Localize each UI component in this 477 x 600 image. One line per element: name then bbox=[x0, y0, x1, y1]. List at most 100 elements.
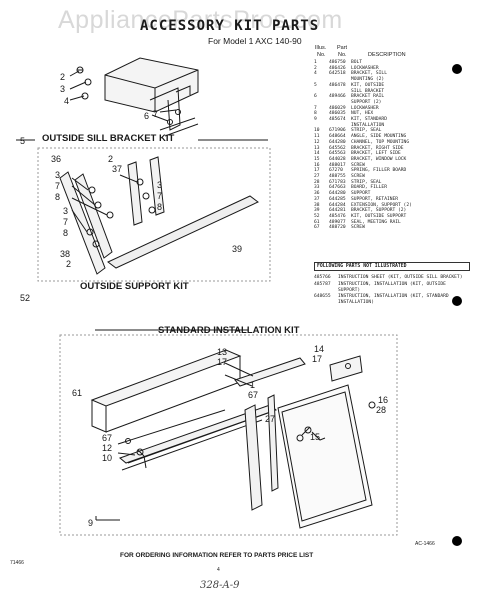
part-no: 485674 bbox=[329, 117, 346, 123]
callout-15: 15 bbox=[310, 432, 321, 442]
parts-row: 9 485674 KIT, STANDARD bbox=[314, 117, 464, 123]
illus-no: 39 bbox=[314, 208, 320, 214]
part-no: 644284 bbox=[329, 202, 346, 208]
parts-row: 7 486029 LOCKWASHER bbox=[314, 106, 464, 112]
part-no: 488017 bbox=[329, 162, 346, 168]
punch-hole-bottom bbox=[452, 536, 462, 546]
part-description: INSTALLATION bbox=[351, 122, 385, 128]
instruction-kits-list: 485766 INSTRUCTION SHEET (KIT, OUTSIDE SI… bbox=[314, 275, 464, 307]
illus-no: 16 bbox=[314, 162, 320, 168]
part-no: 671906 bbox=[329, 128, 346, 134]
illus-no: 17 bbox=[314, 168, 320, 174]
part-no: 486478 bbox=[329, 82, 346, 88]
part-description: BRACKET, RIGHT SIDE bbox=[351, 145, 404, 151]
kit-row: 648655 INSTRUCTION, INSTALLATION (KIT, ST… bbox=[314, 294, 464, 306]
callout-2: 2 bbox=[60, 72, 66, 82]
part-description: BRACKET, LEFT SIDE bbox=[351, 151, 401, 157]
part-description: BRACKET, SUPPORT (2) bbox=[351, 208, 407, 214]
part-no: 644280 bbox=[329, 139, 346, 145]
callout-67: 67 bbox=[102, 433, 113, 443]
illus-no: 67 bbox=[314, 225, 320, 231]
callout-52: 52 bbox=[20, 293, 31, 303]
part-description: SCREW bbox=[351, 162, 365, 168]
part-description: SUPPORT (2) bbox=[351, 99, 382, 105]
part-description: SUPPORT bbox=[351, 191, 371, 197]
col-part: No. bbox=[338, 52, 347, 58]
part-description: SCREW bbox=[351, 225, 365, 231]
part-description: BRACKET RAIL bbox=[351, 94, 385, 100]
part-no: 488720 bbox=[329, 225, 346, 231]
illus-no: 28 bbox=[314, 179, 320, 185]
part-description: KIT, OUTSIDE bbox=[351, 82, 385, 88]
callout-4: 4 bbox=[64, 96, 70, 106]
illus-no: 13 bbox=[314, 145, 320, 151]
callout-7: 7 bbox=[153, 109, 159, 119]
part-no: 486035 bbox=[329, 111, 346, 117]
part-description: SCREW bbox=[351, 174, 365, 180]
page-title: ACCESSORY KIT PARTS bbox=[140, 18, 320, 34]
col-no-top: Illus. bbox=[315, 45, 327, 51]
callout-3: 3 bbox=[60, 84, 66, 94]
illus-no: 2 bbox=[314, 65, 317, 71]
part-description: BRACKET, SILL bbox=[351, 71, 387, 77]
callout-61: 61 bbox=[72, 388, 83, 398]
part-description: SEAL, MEETING RAIL bbox=[351, 219, 401, 225]
part-no: 644028 bbox=[329, 156, 346, 162]
part-no: 648664 bbox=[329, 134, 346, 140]
callout-17: 17 bbox=[217, 357, 228, 367]
illus-no: 12 bbox=[314, 139, 320, 145]
part-description: MOUNTING (2) bbox=[351, 77, 385, 83]
part-no: 645563 bbox=[329, 151, 346, 157]
callout-2: 2 bbox=[66, 259, 72, 269]
col-part-top: Part bbox=[337, 45, 348, 51]
illus-no: 38 bbox=[314, 202, 320, 208]
part-description: KIT, STANDARD bbox=[351, 117, 387, 123]
parts-row: 39 644281 BRACKET, SUPPORT (2) bbox=[314, 208, 464, 214]
callout-67: 67 bbox=[248, 390, 259, 400]
callout-12: 12 bbox=[102, 443, 113, 453]
page-number: 4 bbox=[217, 567, 220, 573]
col-description: DESCRIPTION bbox=[368, 52, 406, 58]
part-no: 485476 bbox=[329, 213, 346, 219]
part-no: 642518 bbox=[329, 71, 346, 77]
part-description: INSTRUCTION, INSTALLATION (KIT, STANDARD… bbox=[338, 294, 449, 306]
part-description: ANGLE, SIDE MOUNTING bbox=[351, 134, 407, 140]
part-no: 486750 bbox=[329, 60, 346, 65]
part-description: LOCKWASHER bbox=[351, 105, 379, 111]
callout-14: 14 bbox=[314, 344, 325, 354]
callout-27: 27 bbox=[265, 414, 276, 424]
illus-no: 15 bbox=[314, 156, 320, 162]
callout-8: 8 bbox=[55, 192, 61, 202]
part-description: BOLT bbox=[351, 60, 363, 65]
illus-no: 7 bbox=[314, 105, 317, 111]
part-no: 644281 bbox=[329, 208, 346, 214]
handwritten-note: 328-A-9 bbox=[200, 580, 240, 591]
ordering-info-footer: FOR ORDERING INFORMATION REFER TO PARTS … bbox=[120, 552, 314, 559]
part-no: 485766 bbox=[314, 275, 331, 280]
part-description: SPRING, FILLER BOARD bbox=[351, 168, 407, 174]
callout-5: 5 bbox=[20, 136, 26, 146]
part-no: 648655 bbox=[314, 294, 331, 300]
callout-37: 37 bbox=[112, 164, 123, 174]
part-description: INSTRUCTION SHEET (KIT, OUTSIDE SILL BRA… bbox=[338, 275, 463, 280]
callout-8: 8 bbox=[157, 202, 163, 212]
callout-7: 7 bbox=[55, 181, 61, 191]
illus-no: 9 bbox=[314, 117, 317, 123]
part-description: SILL BRACKET bbox=[351, 88, 385, 94]
standard-kit-drawing bbox=[59, 329, 398, 536]
part-no: 486029 bbox=[329, 105, 346, 111]
